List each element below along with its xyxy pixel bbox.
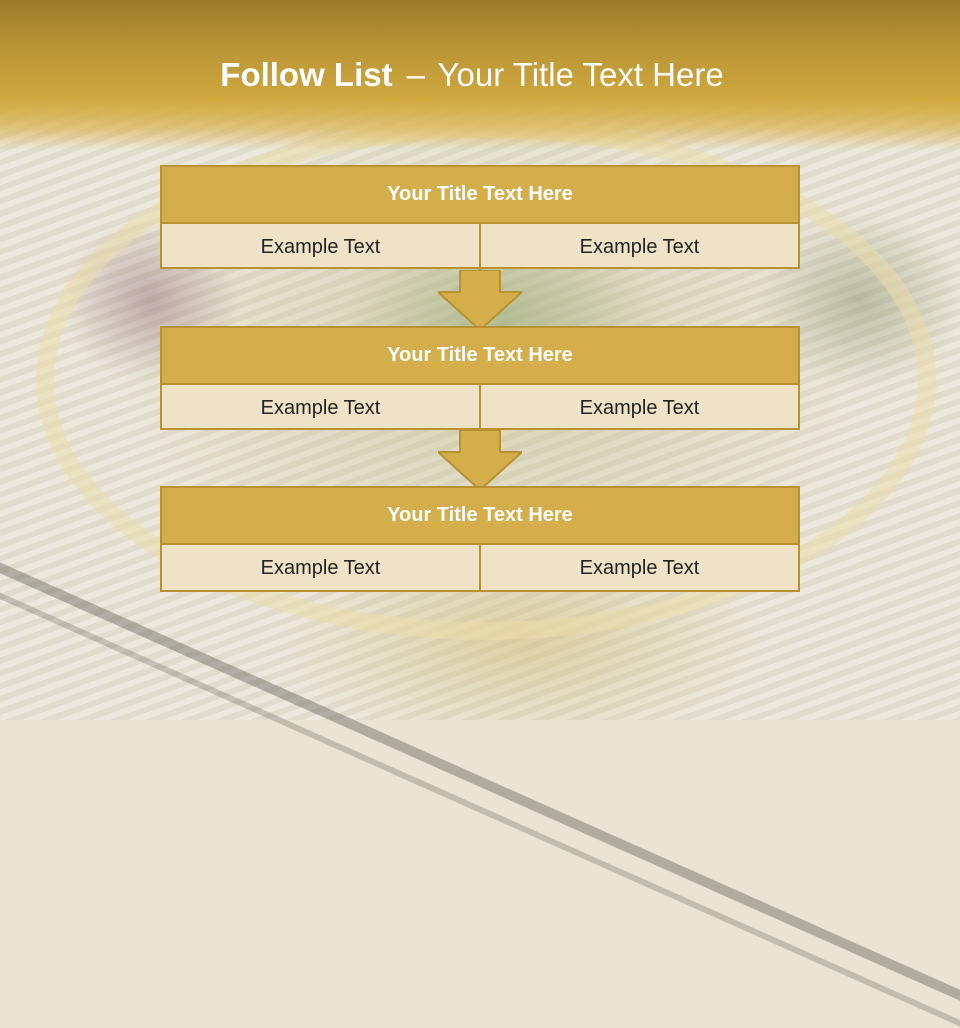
down-arrow-icon — [438, 430, 522, 490]
block-title: Your Title Text Here — [162, 328, 798, 385]
slide-title: Follow List– Your Title Text Here — [0, 56, 944, 94]
down-arrow-icon — [438, 270, 522, 330]
block-cell-right: Example Text — [479, 385, 798, 432]
block-cell-left: Example Text — [260, 236, 381, 258]
list-block-3: Your Title Text Here Example Text Exampl… — [160, 486, 800, 592]
block-cells: Example Text Example Text — [162, 385, 798, 432]
title-separator: – — [406, 56, 425, 93]
list-block-1: Your Title Text Here Example Text Exampl… — [160, 165, 800, 271]
block-cell-right: Example Text — [479, 545, 798, 592]
block-title: Your Title Text Here — [162, 488, 798, 545]
block-cells: Example Text Example Text — [162, 224, 798, 271]
block-cell-left: Example Text — [260, 397, 381, 419]
block-cell-left: Example Text — [260, 557, 381, 579]
title-subtitle-part: Your Title Text Here — [437, 56, 724, 93]
block-cells: Example Text Example Text — [162, 545, 798, 592]
title-bar: Follow List– Your Title Text Here — [0, 0, 960, 150]
block-cell-right: Example Text — [479, 224, 798, 271]
block-title: Your Title Text Here — [162, 167, 798, 224]
title-bold-part: Follow List — [220, 56, 393, 93]
list-block-2: Your Title Text Here Example Text Exampl… — [160, 326, 800, 432]
